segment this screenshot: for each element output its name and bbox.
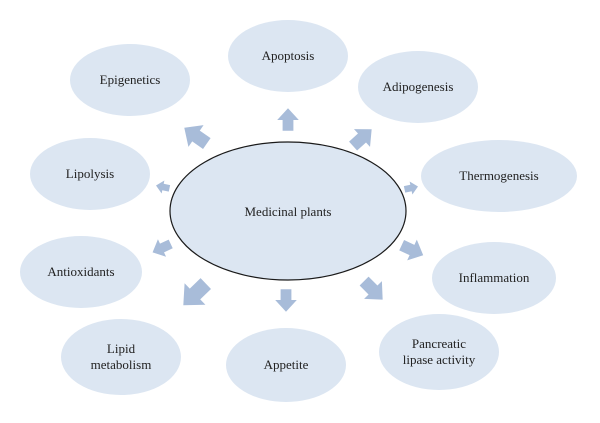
node-pancreatic-lipase-activity-label: Pancreatic (412, 336, 466, 351)
node-thermogenesis-label: Thermogenesis (459, 168, 538, 183)
center-label: Medicinal plants (244, 204, 331, 219)
node-apoptosis-label: Apoptosis (262, 48, 315, 63)
arrow-to-adipogenesis (349, 129, 372, 151)
arrow-to-apoptosis (277, 108, 299, 131)
node-pancreatic-lipase-activity-oval (379, 314, 499, 390)
arrow-to-appetite (275, 289, 297, 312)
arrow-to-lipolysis (156, 180, 171, 194)
node-adipogenesis-oval (358, 51, 478, 123)
node-inflammation-label: Inflammation (459, 270, 530, 285)
node-epigenetics-oval (70, 44, 190, 116)
node-pancreatic-lipase-activity-label: lipase activity (403, 352, 476, 367)
node-lipolysis-oval (30, 138, 150, 210)
node-lipolysis-label: Lipolysis (66, 166, 114, 181)
node-antioxidants-label: Antioxidants (47, 264, 114, 279)
node-thermogenesis: Thermogenesis (421, 140, 577, 212)
arrow-to-pancreatic-lipase-activity (359, 276, 383, 300)
node-lipolysis: Lipolysis (30, 138, 150, 210)
node-adipogenesis-label: Adipogenesis (383, 79, 454, 94)
node-apoptosis-oval (228, 20, 348, 92)
nodes-layer: ApoptosisAdipogenesisThermogenesisInflam… (20, 20, 577, 402)
node-thermogenesis-oval (421, 140, 577, 212)
node-inflammation: Inflammation (432, 242, 556, 314)
node-epigenetics-label: Epigenetics (100, 72, 161, 87)
node-apoptosis: Apoptosis (228, 20, 348, 92)
arrow-to-inflammation (399, 239, 424, 261)
node-epigenetics: Epigenetics (70, 44, 190, 116)
node-lipid-metabolism-oval (61, 319, 181, 395)
arrow-to-lipid-metabolism (183, 278, 212, 306)
node-appetite-label: Appetite (264, 357, 309, 372)
arrow-to-epigenetics (184, 125, 211, 149)
arrow-to-thermogenesis (403, 181, 418, 195)
arrow-to-antioxidants (152, 239, 173, 257)
node-inflammation-oval (432, 242, 556, 314)
node-adipogenesis: Adipogenesis (358, 51, 478, 123)
node-appetite: Appetite (226, 328, 346, 402)
center-oval (169, 141, 407, 281)
node-antioxidants-oval (20, 236, 142, 308)
center-node: Medicinal plants (169, 141, 407, 281)
node-antioxidants: Antioxidants (20, 236, 142, 308)
node-appetite-oval (226, 328, 346, 402)
node-lipid-metabolism-label: Lipid (107, 341, 136, 356)
node-lipid-metabolism-label: metabolism (91, 357, 152, 372)
arrows-layer (152, 108, 424, 312)
